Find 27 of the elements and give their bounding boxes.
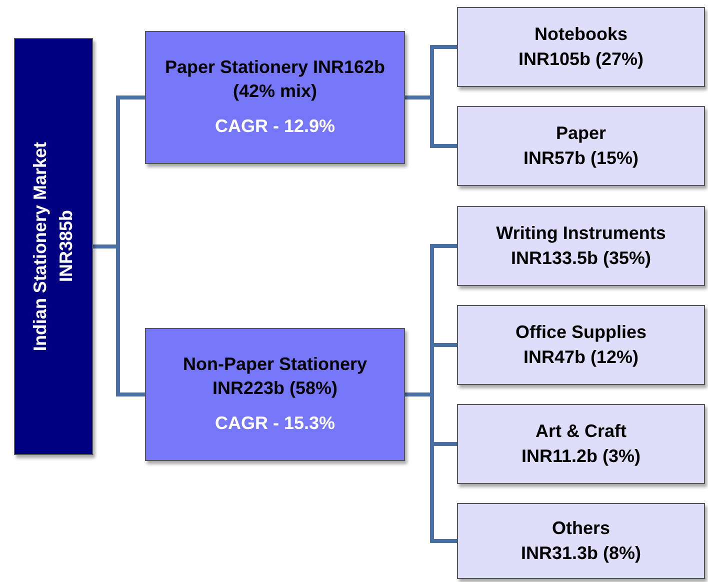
category-box (457, 106, 705, 186)
category-name: Office Supplies (515, 320, 647, 344)
category-box (457, 404, 705, 484)
segment-box (145, 328, 405, 461)
category-name: Paper Stationery INR162b (42% mix) (164, 56, 386, 103)
market-value: INR47b (12%) (523, 346, 639, 369)
category-name: Writing Instruments (496, 222, 666, 245)
category-name: Others (552, 516, 610, 540)
category-box (457, 503, 705, 579)
category-box (457, 206, 705, 286)
category-name: Art & Craft (535, 420, 626, 443)
growth-rate-text: CAGR - 15.3% (214, 412, 336, 436)
category-name: Non-Paper Stationery INR223b (58%) (182, 353, 368, 400)
market-value: INR11.2b (3%) (521, 445, 641, 468)
market-value: INR385b (54, 210, 76, 283)
category-box (457, 7, 705, 87)
market-value: INR57b (15%) (523, 147, 639, 170)
category-box (457, 305, 705, 385)
market-value: INR133.5b (35%) (510, 247, 652, 270)
category-name: Notebooks (534, 22, 628, 46)
segment-box (145, 31, 405, 164)
growth-rate-text: CAGR - 12.9% (214, 115, 336, 138)
category-name: Indian Stationery Market (29, 142, 52, 352)
market-value: INR31.3b (8%) (520, 542, 642, 565)
category-name: Paper (556, 122, 606, 145)
market-box (14, 38, 93, 455)
market-value: INR105b (27%) (518, 48, 644, 71)
